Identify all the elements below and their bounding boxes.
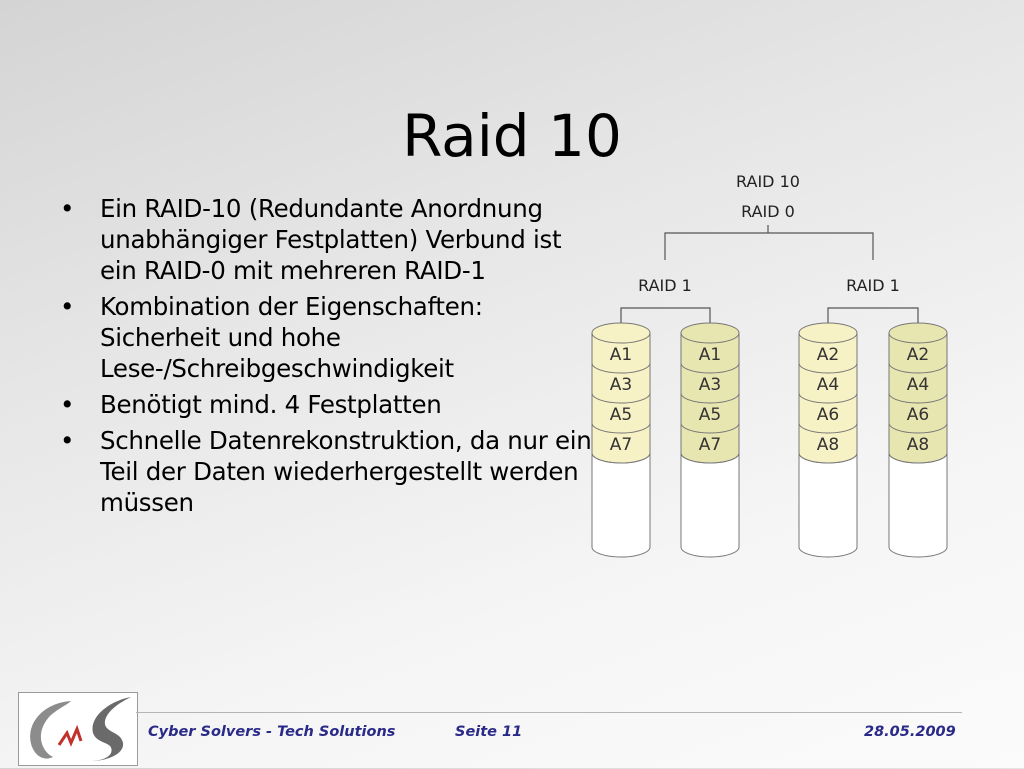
disk-block-label: A5 [699,405,721,425]
footer-page-number: Seite 11 [455,724,523,740]
logo-swoosh-c [30,701,71,759]
disk-block-label: A8 [907,435,929,455]
disk-block-label: A3 [610,375,632,395]
bullet-item: • Benötigt mind. 4 Festplatten [60,389,595,420]
raid1-bracket-right [827,307,919,333]
disk-block-label: A1 [699,345,721,365]
footer-date: 28.05.2009 [864,724,956,740]
disk-block-separator [798,392,858,404]
disk-block-label: A7 [610,435,632,455]
company-logo [18,692,138,766]
bullet-text: Kombination der Eigenschaften: Sicherhei… [100,292,483,383]
disk-top-cap [680,322,740,344]
disk-block-separator [888,422,948,434]
footer-company: Cyber Solvers - Tech Solutions [148,724,396,740]
disk-top-cap [888,322,948,344]
disk-block-separator [798,362,858,374]
raid1-bracket-left [620,307,711,333]
logo-swoosh-s [77,697,131,762]
disk-block-separator [591,422,651,434]
disk-block-separator [888,452,948,464]
disk-block-separator [888,392,948,404]
disk-block-separator [680,392,740,404]
disk-block-label: A6 [907,405,929,425]
logo-red-mark [57,724,83,747]
bullet-dot-icon: • [60,292,75,321]
bullet-text: Ein RAID-10 (Redundante Anordnung unabhä… [100,194,562,285]
disk-block-separator [798,422,858,434]
disk-block-separator [680,422,740,434]
bullet-item: • Ein RAID-10 (Redundante Anordnung unabh… [60,193,595,286]
disk-block-label: A6 [817,405,839,425]
raid10-label: RAID 10 [736,172,800,191]
raid1-label-right: RAID 1 [846,276,900,295]
bullet-list: • Ein RAID-10 (Redundante Anordnung unabh… [60,193,595,523]
disk-block-label: A2 [817,345,839,365]
disk-block-separator [798,452,858,464]
disk-block-label: A4 [817,375,839,395]
slide-title: Raid 10 [402,101,622,170]
disk-block-label: A5 [610,405,632,425]
raid10-diagram: RAID 10 RAID 0 RAID 1 RAID 1 A1A3A5A7A1A… [591,172,948,558]
disk-block-separator [680,362,740,374]
raid0-label: RAID 0 [741,202,795,221]
bullet-dot-icon: • [60,426,75,455]
raid1-label-left: RAID 1 [638,276,692,295]
disk-block-separator [591,452,651,464]
disk-block-label: A2 [907,345,929,365]
disk-block-label: A3 [699,375,721,395]
bullet-text: Schnelle Datenrekonstruktion, da nur ein… [100,426,592,517]
disk-block-label: A7 [699,435,721,455]
disk-block-separator [591,362,651,374]
bullet-item: • Kombination der Eigenschaften: Sicherhe… [60,291,595,384]
footer-divider [136,712,962,713]
disk-block-label: A8 [817,435,839,455]
disk-top-cap [798,322,858,344]
disk-block-label: A1 [610,345,632,365]
disk-block-separator [680,452,740,464]
disk-block-separator [591,392,651,404]
raid0-bracket [664,232,874,260]
bullet-item: • Schnelle Datenrekonstruktion, da nur ei… [60,425,595,518]
disk-block-label: A4 [907,375,929,395]
disk-top-cap [591,322,651,344]
bullet-dot-icon: • [60,194,75,223]
disk-block-separator [888,362,948,374]
bullet-text: Benötigt mind. 4 Festplatten [100,390,442,419]
bullet-dot-icon: • [60,390,75,419]
